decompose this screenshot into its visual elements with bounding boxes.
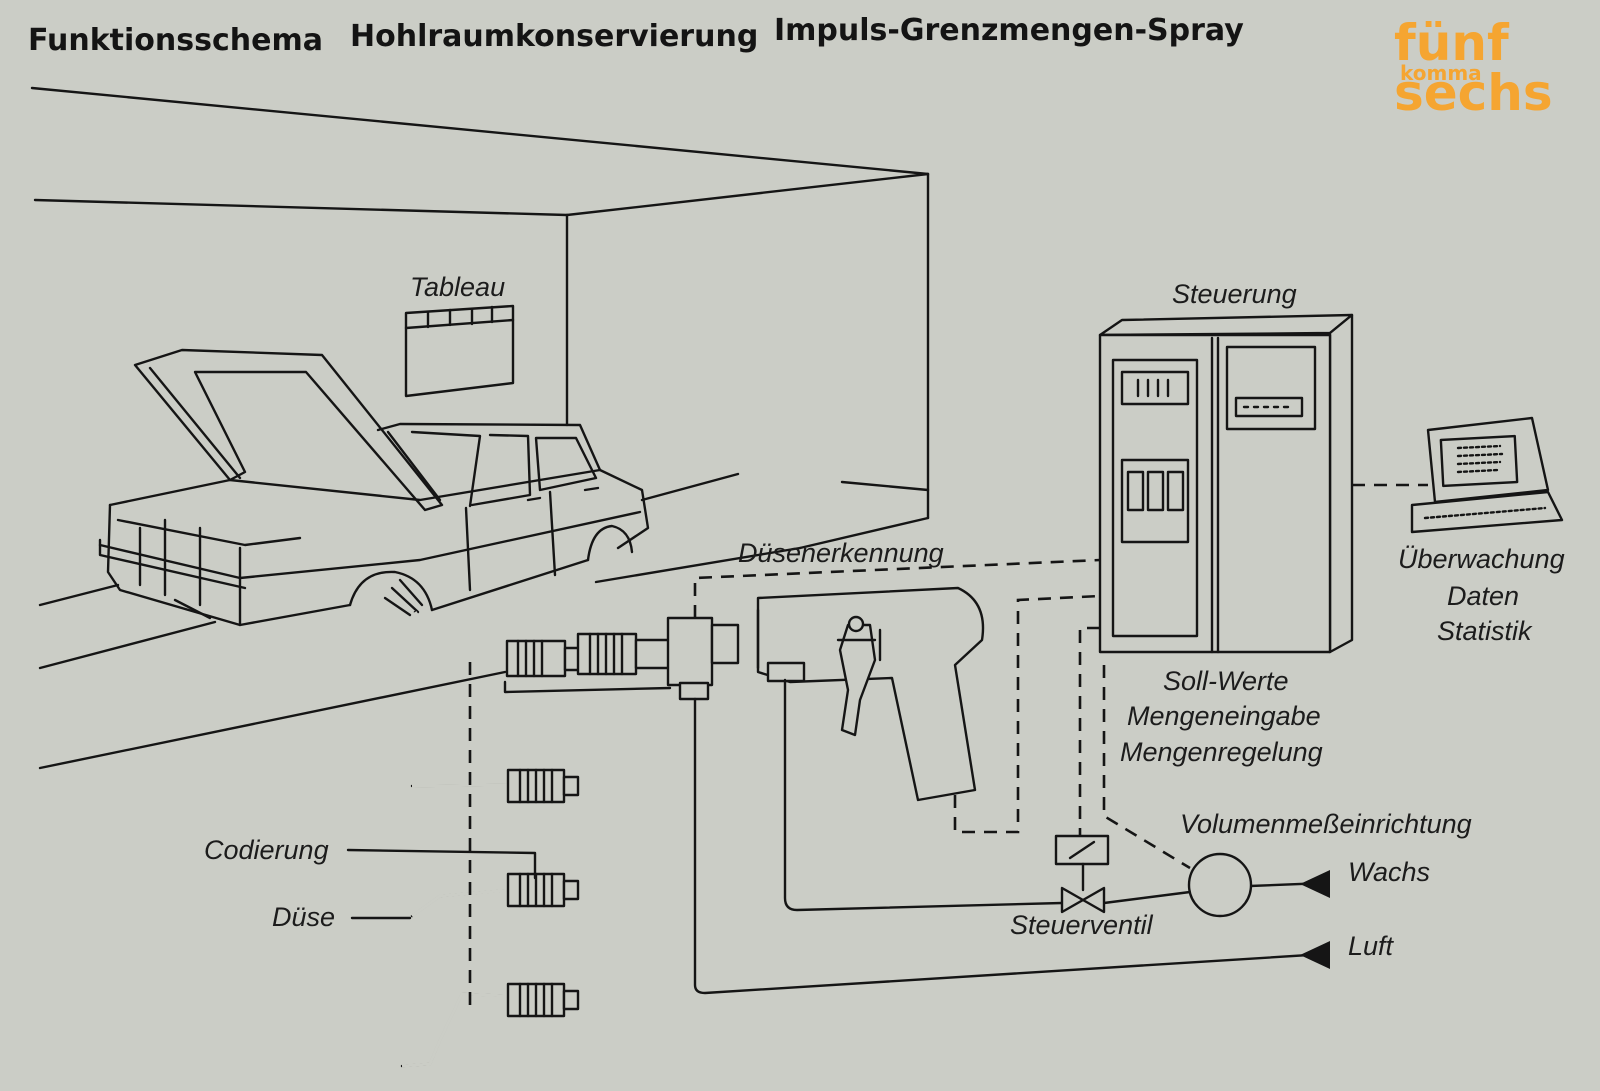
- duesenerkennung-label: Düsenerkennung: [738, 538, 944, 568]
- steuerventil-label: Steuerventil: [1010, 910, 1154, 940]
- nozzle-3: [400, 982, 580, 1068]
- valve-control-line: [1078, 626, 1100, 840]
- tableau-panel: [404, 304, 515, 398]
- steuerung-label: Steuerung: [1172, 279, 1297, 309]
- codierung-leader: [346, 848, 537, 880]
- volume-meter-signal-line: [1102, 665, 1191, 870]
- luft-inlet-arrow: [1300, 941, 1330, 969]
- svg-text:fünf: fünf: [1394, 14, 1510, 72]
- fuenf-komma-sechs-logo: fünf komma sechs: [1394, 14, 1553, 122]
- luft-label: Luft: [1348, 931, 1395, 961]
- control-valve: [1054, 834, 1110, 914]
- car-body: [98, 348, 650, 627]
- spray-booth: [30, 86, 930, 770]
- statistik-label: Statistik: [1437, 616, 1533, 646]
- duesenerkennung-signal-line: [693, 558, 1101, 618]
- tableau-label: Tableau: [410, 272, 505, 302]
- ueberwachung-label: Überwachung: [1398, 544, 1565, 574]
- wachs-inlet-arrow: [1300, 870, 1330, 898]
- mengeneingabe-label: Mengeneingabe: [1127, 701, 1321, 731]
- nozzle-1: [410, 768, 580, 804]
- spray-gun: [413, 586, 985, 802]
- volume-meter: [1187, 852, 1253, 918]
- soll-werte-label: Soll-Werte: [1163, 666, 1289, 696]
- mengenregelung-label: Mengenregelung: [1120, 737, 1323, 767]
- daten-label: Daten: [1447, 581, 1519, 611]
- volumenmesseinrichtung-label: Volumenmeßeinrichtung: [1180, 809, 1472, 839]
- duese-label: Düse: [272, 902, 335, 932]
- svg-text:komma: komma: [1400, 61, 1482, 85]
- title-funktionsschema: Funktionsschema: [28, 23, 323, 58]
- codierung-label: Codierung: [204, 835, 329, 865]
- control-cabinet: [1098, 313, 1354, 654]
- title-hohlraumkonservierung: Hohlraumkonservierung: [350, 19, 758, 54]
- trigger-signal-line: [953, 594, 1101, 834]
- title-impuls-grenzmengen-spray: Impuls-Grenzmengen-Spray: [774, 13, 1244, 48]
- air-supply-line: [693, 697, 1327, 995]
- nozzle-2: [410, 872, 580, 918]
- svg-text:sechs: sechs: [1394, 64, 1553, 122]
- wachs-label: Wachs: [1348, 857, 1430, 887]
- monitoring-terminal: [1410, 416, 1564, 534]
